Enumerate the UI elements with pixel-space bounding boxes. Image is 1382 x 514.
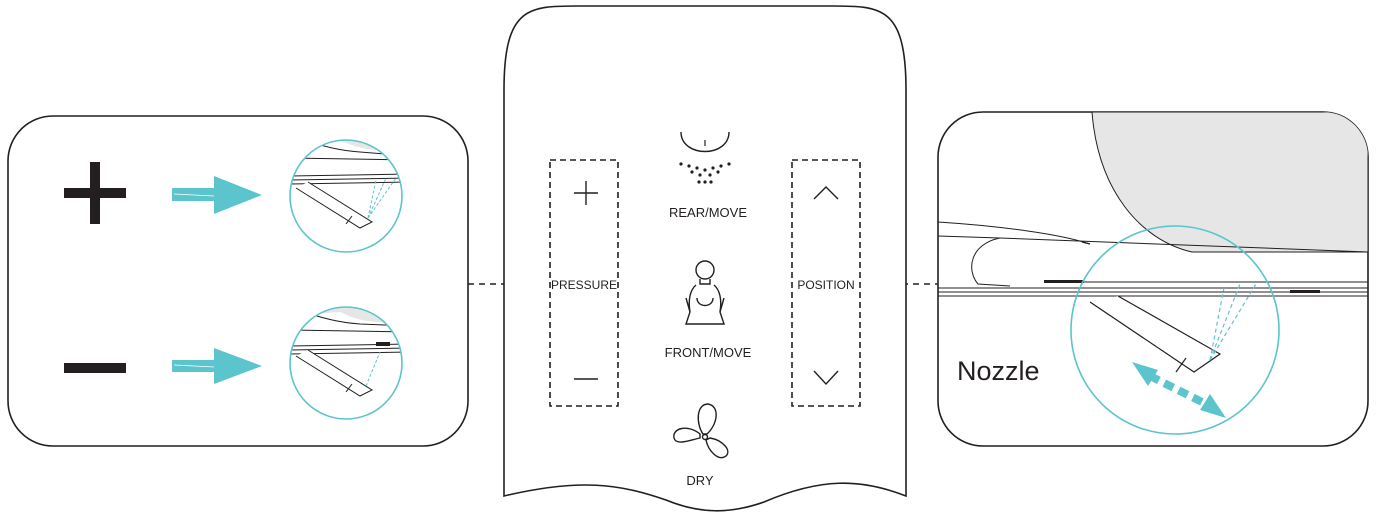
remote-control: PRESSURE POSITION bbox=[503, 5, 907, 512]
rear-wash-icon bbox=[679, 131, 731, 184]
pressure-panel bbox=[7, 115, 469, 447]
front-wash-icon bbox=[685, 260, 725, 325]
position-panel: Nozzle bbox=[937, 111, 1369, 447]
position-label: POSITION bbox=[797, 278, 854, 292]
dry-button[interactable]: DRY bbox=[673, 403, 729, 488]
double-arrow-icon bbox=[1132, 362, 1226, 418]
fan-icon bbox=[673, 403, 729, 459]
position-down-button[interactable] bbox=[802, 356, 850, 400]
pressure-group: PRESSURE bbox=[549, 159, 619, 407]
dry-label: DRY bbox=[686, 473, 714, 488]
nozzle-detail-position bbox=[1070, 225, 1280, 435]
rear-move-button[interactable]: REAR/MOVE bbox=[669, 131, 747, 220]
pressure-minus-button[interactable] bbox=[560, 356, 608, 400]
chevron-up-icon bbox=[813, 186, 839, 200]
position-up-button[interactable] bbox=[802, 172, 850, 216]
front-move-button[interactable]: FRONT/MOVE bbox=[665, 260, 752, 360]
plus-icon bbox=[64, 162, 126, 224]
arrow-icon-increase bbox=[172, 176, 262, 214]
position-group: POSITION bbox=[791, 159, 861, 407]
rear-move-label: REAR/MOVE bbox=[669, 205, 747, 220]
arrow-icon-decrease bbox=[172, 348, 262, 384]
nozzle-label: Nozzle bbox=[957, 356, 1040, 386]
pressure-label: PRESSURE bbox=[551, 278, 617, 292]
chevron-down-icon bbox=[813, 370, 839, 386]
toilet-seat-shape bbox=[1091, 112, 1368, 253]
front-move-label: FRONT/MOVE bbox=[665, 345, 752, 360]
pressure-plus-button[interactable] bbox=[560, 172, 608, 216]
minus-icon bbox=[64, 363, 126, 373]
